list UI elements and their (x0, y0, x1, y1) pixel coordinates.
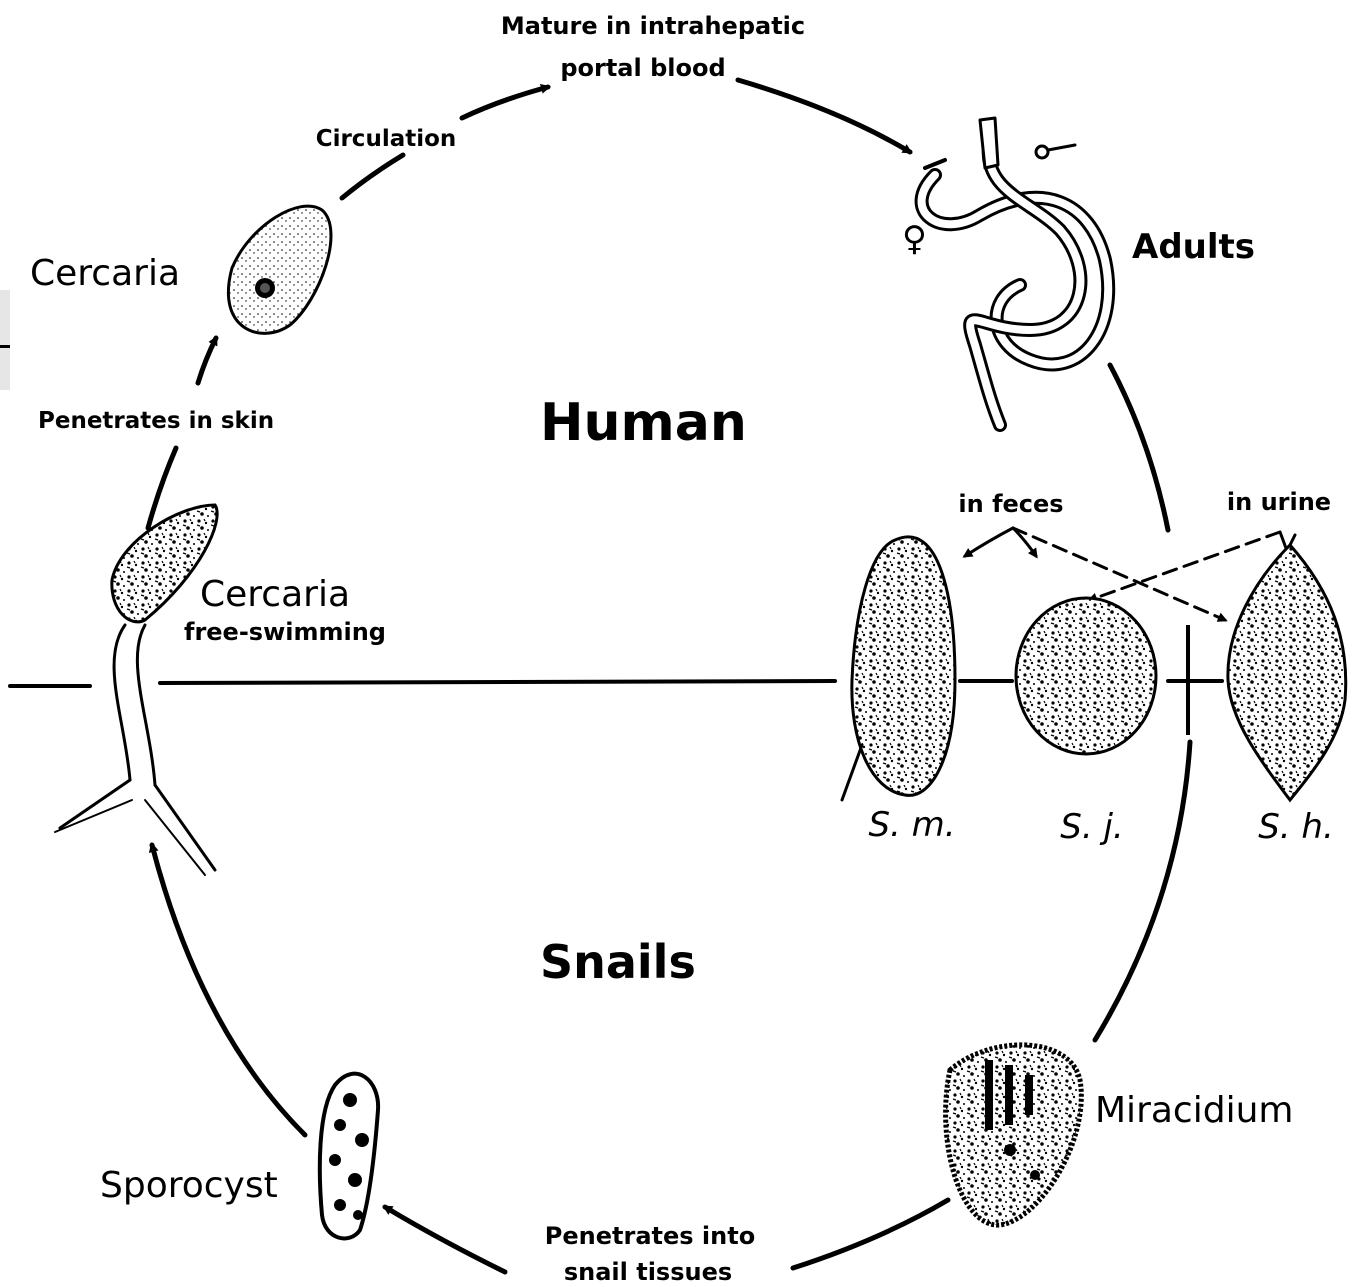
arrow-sporocyst-to-cercaria (152, 845, 305, 1135)
label-cercaria-free: Cercaria (200, 574, 350, 615)
edge-artifact (0, 290, 10, 390)
label-snails: Snails (540, 935, 696, 989)
label-mature: Mature in intrahepatic (501, 12, 805, 40)
label-cercaria-top: Cercaria (30, 253, 180, 294)
cercaria-body-illustration (228, 206, 331, 333)
sporocyst-illustration (320, 1074, 378, 1239)
label-egg-sh: S. h. (1258, 807, 1334, 847)
label-sporocyst: Sporocyst (100, 1165, 278, 1206)
female-symbol: ♀ (902, 219, 927, 259)
arrow-cercaria-to-circulation (342, 155, 403, 198)
arrow-eggs-to-miracidium (1095, 742, 1190, 1040)
label-snail-tissues: snail tissues (564, 1258, 732, 1286)
egg-sm-illustration (842, 537, 955, 800)
label-free-swimming: free-swimming (184, 618, 386, 646)
egg-sj-illustration (1016, 598, 1156, 754)
adult-worms-illustration (922, 118, 1109, 425)
arrow-skin-to-cercaria (198, 338, 216, 383)
cercaria-free-swimming-illustration (55, 505, 217, 875)
label-egg-sj: S. j. (1060, 807, 1123, 847)
miracidium-illustration (946, 1045, 1082, 1225)
label-portal-blood: portal blood (560, 54, 725, 82)
excretion-arrows (965, 528, 1290, 620)
label-miracidium: Miracidium (1095, 1090, 1293, 1131)
arrow-snail-to-sporocyst (385, 1207, 505, 1272)
label-adults: Adults (1132, 227, 1255, 267)
label-circulation: Circulation (316, 126, 457, 152)
arrow-miracidium-to-snail (793, 1200, 948, 1268)
label-penetrates-skin: Penetrates in skin (38, 408, 274, 434)
label-in-feces: in feces (958, 490, 1063, 518)
arrow-circulation-to-mature (462, 87, 548, 118)
label-in-urine: in urine (1227, 488, 1331, 516)
egg-sh-illustration (1228, 535, 1346, 800)
label-penetrates-snail: Penetrates into (545, 1222, 755, 1250)
arrow-mature-to-adults (738, 80, 910, 152)
label-human: Human (540, 393, 747, 453)
arrow-adults-to-eggs (1110, 365, 1168, 530)
label-egg-sm: S. m. (868, 805, 955, 845)
